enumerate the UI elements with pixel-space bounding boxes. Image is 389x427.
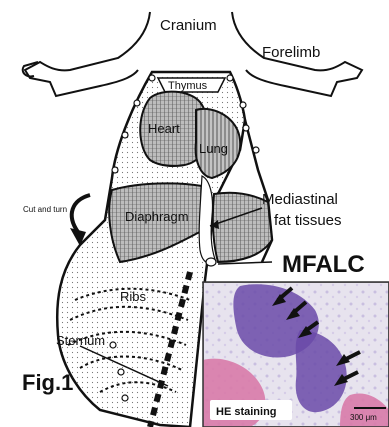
label-sternum: Sternum: [56, 333, 105, 348]
stain-label: HE staining: [216, 406, 277, 418]
label-cut-and-turn: Cut and turn: [23, 205, 67, 214]
label-lung: Lung: [199, 141, 228, 156]
label-mfalc: MFALC: [282, 251, 365, 278]
label-thymus: Thymus: [168, 80, 208, 92]
label-ribs: Ribs: [120, 289, 147, 304]
cut-and-turn-arrow: [72, 195, 90, 232]
head-left-limb: [25, 12, 150, 96]
label-heart: Heart: [148, 121, 180, 136]
label-forelimb: Forelimb: [262, 44, 320, 61]
label-diaphragm: Diaphragm: [125, 209, 189, 224]
label-mediastinal-1: Mediastinal: [262, 191, 338, 208]
figure-number: Fig.1: [22, 370, 73, 395]
label-cranium: Cranium: [160, 17, 217, 34]
scale-bar-label: 300 μm: [350, 413, 377, 422]
mfalc-node: [206, 258, 216, 266]
label-mediastinal-2: fat tissues: [274, 212, 342, 229]
